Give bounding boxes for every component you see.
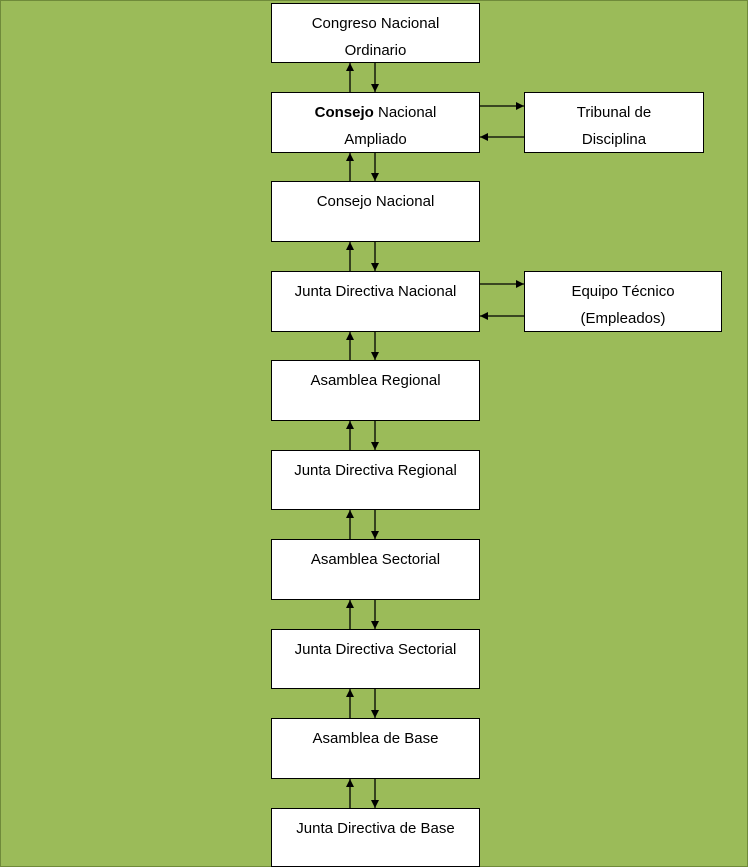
node-asamblea-sectorial-line-1: Asamblea Sectorial [310, 551, 441, 568]
node-congreso-line-1: Congreso Nacional [311, 15, 440, 32]
node-junta-nacional-line-1: Junta Directiva Nacional [294, 283, 457, 300]
node-consejo-ampliado-line-1: Consejo Nacional [272, 99, 479, 126]
node-junta-base-line-1: Junta Directiva de Base [296, 820, 455, 837]
node-tribunal-de-disciplina: Tribunal de Disciplina [524, 92, 704, 153]
node-consejo-ampliado-bold-word: Consejo [314, 104, 374, 121]
node-asamblea-regional-line-1: Asamblea Regional [310, 372, 441, 389]
node-junta-directiva-nacional: Junta Directiva Nacional [271, 271, 480, 332]
node-consejo-nacional-ampliado: Consejo Nacional Ampliado [271, 92, 480, 153]
node-asamblea-de-base: Asamblea de Base [271, 718, 480, 779]
node-junta-directiva-regional: Junta Directiva Regional [271, 450, 480, 510]
node-asamblea-base-line-1: Asamblea de Base [312, 730, 439, 747]
node-congreso-nacional-ordinario: Congreso Nacional Ordinario [271, 3, 480, 63]
node-asamblea-sectorial: Asamblea Sectorial [271, 539, 480, 600]
node-equipo-tecnico-line-1: Equipo Técnico [571, 283, 675, 300]
node-consejo-ampliado-line-2: Ampliado [344, 131, 407, 148]
node-tribunal-line-1: Tribunal de [576, 104, 652, 121]
node-consejo-line-1: Consejo Nacional [316, 193, 435, 210]
node-junta-directiva-de-base: Junta Directiva de Base [271, 808, 480, 867]
node-junta-regional-line-1: Junta Directiva Regional [294, 462, 457, 479]
node-congreso-line-2: Ordinario [344, 42, 407, 59]
node-consejo-ampliado-rest: Nacional [373, 104, 437, 121]
node-junta-directiva-sectorial: Junta Directiva Sectorial [271, 629, 480, 689]
node-junta-sectorial-line-1: Junta Directiva Sectorial [294, 641, 457, 658]
node-asamblea-regional: Asamblea Regional [271, 360, 480, 421]
node-equipo-tecnico: Equipo Técnico (Empleados) [524, 271, 722, 332]
node-consejo-nacional: Consejo Nacional [271, 181, 480, 242]
node-equipo-tecnico-line-2: (Empleados) [580, 310, 666, 327]
node-tribunal-line-2: Disciplina [581, 131, 647, 148]
